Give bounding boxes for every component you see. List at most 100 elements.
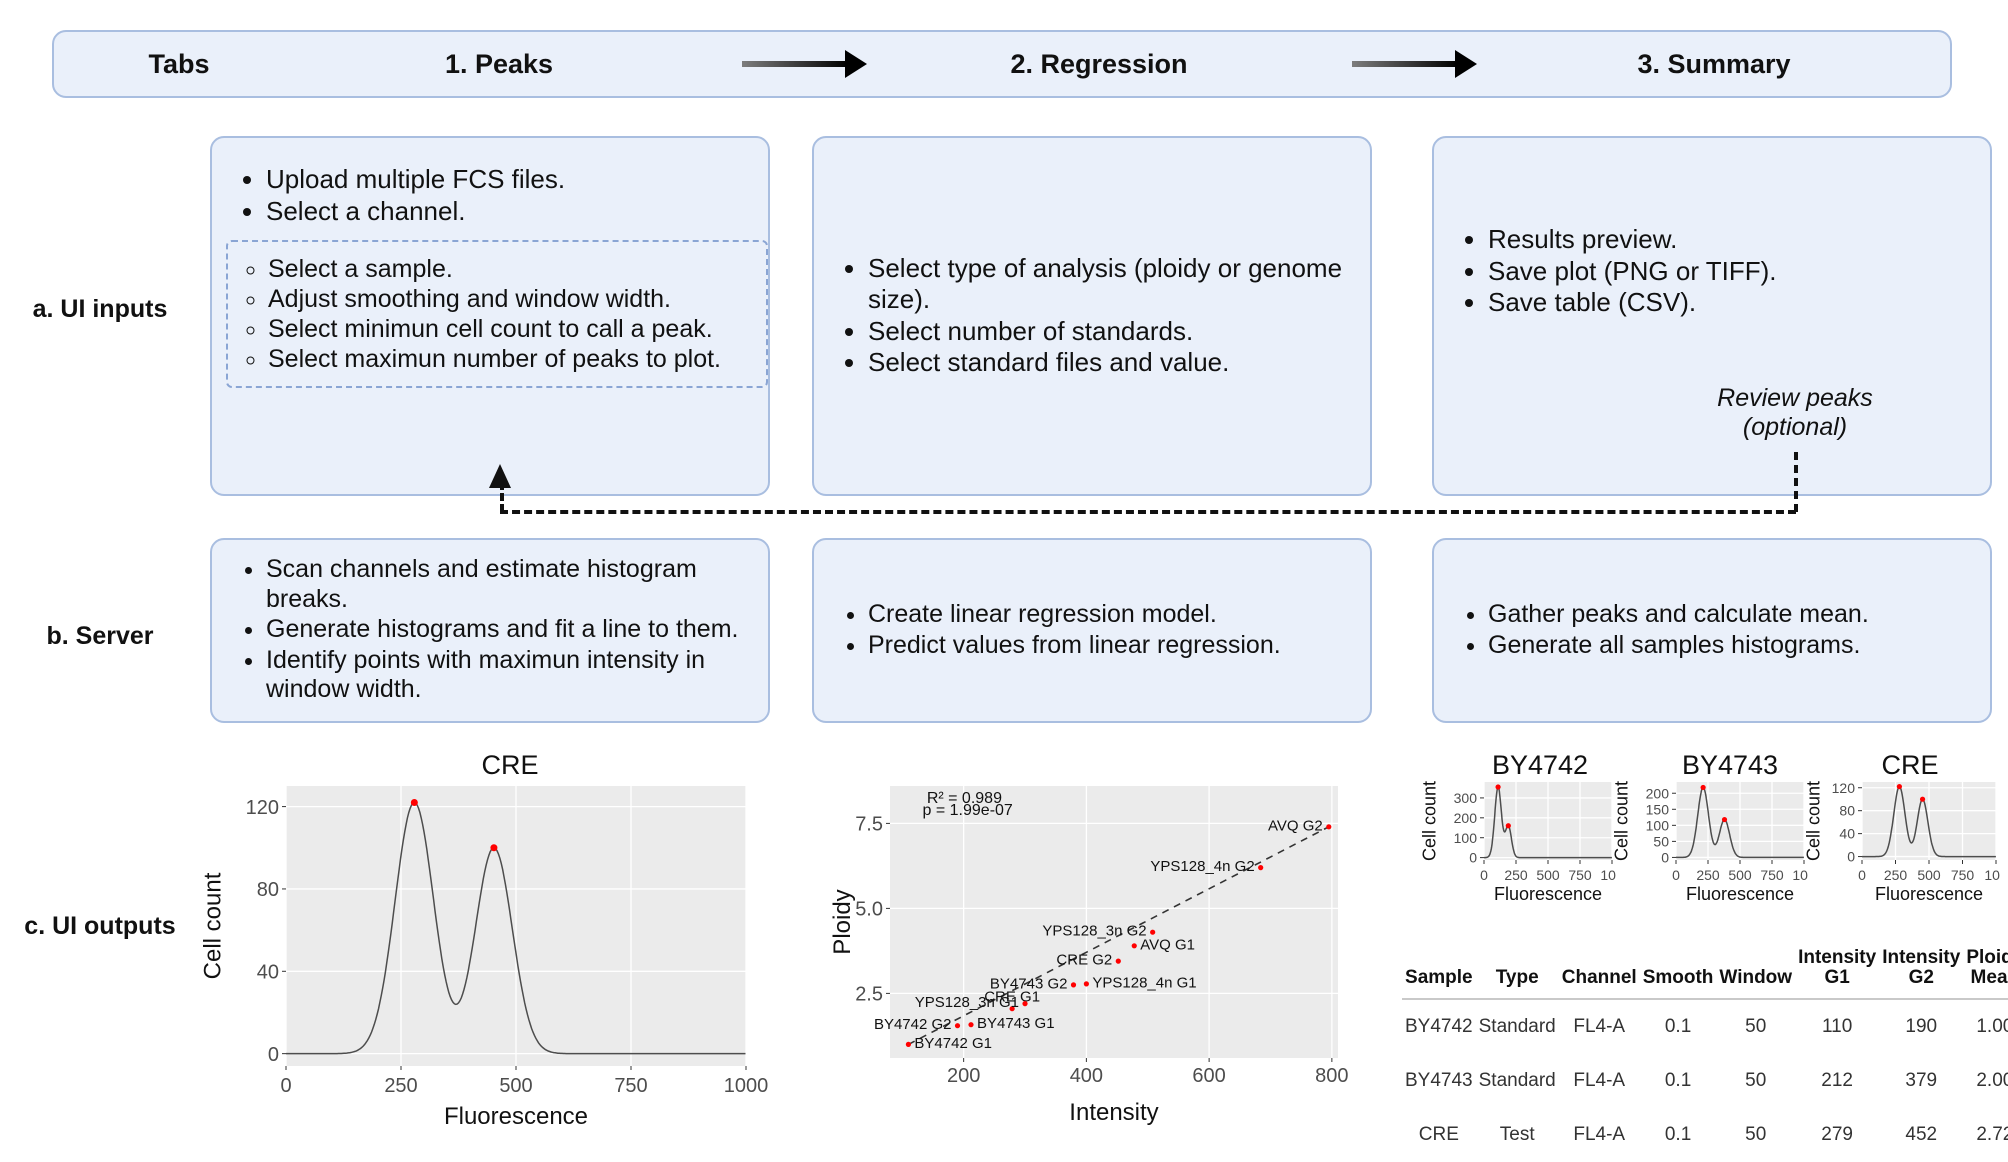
tabs-bar: Tabs 1. Peaks 2. Regression 3. Summary bbox=[52, 30, 1952, 98]
svg-text:Fluorescence: Fluorescence bbox=[1494, 884, 1602, 904]
ui-inputs-peaks-list: Upload multiple FCS files. Select a chan… bbox=[212, 164, 768, 226]
svg-text:Cell count: Cell count bbox=[1420, 781, 1439, 861]
list-item: Save table (CSV). bbox=[1488, 287, 1964, 318]
feedback-connector-horizontal bbox=[500, 510, 1796, 514]
review-peaks-line1: Review peaks bbox=[1717, 384, 1873, 412]
list-item: Identify points with maximun intensity i… bbox=[266, 646, 742, 705]
arrow-right-icon-1 bbox=[694, 50, 894, 78]
svg-text:200: 200 bbox=[947, 1065, 980, 1087]
svg-text:0: 0 bbox=[280, 1075, 291, 1097]
table-cell: FL4-A bbox=[1573, 1069, 1626, 1091]
tab-regression[interactable]: 2. Regression bbox=[1010, 48, 1188, 79]
row-label-server: b. Server bbox=[46, 622, 154, 650]
chart-mini-by4743: 0250500750100050100150200FluorescenceCel… bbox=[1612, 778, 1808, 904]
arrow-right-icon-2 bbox=[1304, 50, 1504, 78]
plot-title-by4743: BY4743 bbox=[1681, 750, 1779, 780]
svg-text:0: 0 bbox=[1858, 867, 1866, 883]
svg-text:500: 500 bbox=[1536, 867, 1560, 883]
server-regression-list: Create linear regression model. Predict … bbox=[814, 600, 1370, 661]
col-channel: Channel bbox=[1558, 946, 1640, 1000]
col-sample: Sample bbox=[1402, 946, 1476, 1000]
ui-inputs-peaks-sublist: Select a sample. Adjust smoothing and wi… bbox=[228, 254, 756, 374]
list-item: Save plot (PNG or TIFF). bbox=[1488, 256, 1964, 287]
table-cell: 50 bbox=[1745, 1069, 1767, 1091]
row-label-ui-inputs: a. UI inputs bbox=[32, 295, 168, 323]
svg-text:Fluorescence: Fluorescence bbox=[1686, 884, 1794, 904]
svg-text:100: 100 bbox=[1600, 867, 1616, 883]
col-type: Type bbox=[1475, 946, 1559, 1000]
table-cell: BY4743 bbox=[1405, 1069, 1473, 1091]
svg-text:200: 200 bbox=[1454, 810, 1478, 826]
svg-text:0: 0 bbox=[1469, 850, 1477, 866]
plot-title-by4742: BY4742 bbox=[1491, 750, 1589, 780]
ui-inputs-peaks-box: Upload multiple FCS files. Select a chan… bbox=[210, 136, 770, 496]
svg-text:YPS128_3n G1: YPS128_3n G1 bbox=[915, 994, 1019, 1011]
svg-text:50: 50 bbox=[1653, 833, 1669, 849]
svg-text:120: 120 bbox=[246, 797, 279, 819]
ui-inputs-summary-list: Results preview. Save plot (PNG or TIFF)… bbox=[1434, 224, 1990, 318]
list-item: Predict values from linear regression. bbox=[868, 631, 1344, 661]
svg-text:0: 0 bbox=[1480, 867, 1488, 883]
chart-mini-by4742: 02505007501000100200300FluorescenceCell … bbox=[1420, 778, 1616, 904]
table-cell: Standard bbox=[1478, 1069, 1556, 1091]
table-cell: FL4-A bbox=[1573, 1015, 1626, 1037]
table-cell: 379 bbox=[1905, 1069, 1938, 1091]
list-item: Select maximun number of peaks to plot. bbox=[268, 344, 746, 374]
svg-text:Cell count: Cell count bbox=[1612, 781, 1631, 861]
svg-text:250: 250 bbox=[1884, 867, 1908, 883]
server-peaks-box: Scan channels and estimate histogram bre… bbox=[210, 538, 770, 723]
tab-summary[interactable]: 3. Summary bbox=[1637, 48, 1791, 79]
svg-text:200: 200 bbox=[1646, 785, 1670, 801]
table-cell: 0.1 bbox=[1664, 1015, 1692, 1037]
col-window: Window bbox=[1716, 946, 1796, 1000]
svg-text:400: 400 bbox=[1070, 1065, 1103, 1087]
table-cell: 0.1 bbox=[1664, 1123, 1692, 1145]
svg-text:Fluorescence: Fluorescence bbox=[1875, 884, 1983, 904]
svg-text:7.5: 7.5 bbox=[855, 813, 883, 835]
list-item: Create linear regression model. bbox=[868, 600, 1344, 630]
table-cell: 2.72 bbox=[1976, 1123, 2008, 1145]
svg-text:Cell count: Cell count bbox=[1804, 781, 1823, 861]
table-cell: 452 bbox=[1905, 1123, 1938, 1145]
svg-text:CRE G2: CRE G2 bbox=[1056, 952, 1112, 969]
row-label-ui-outputs: c. UI outputs bbox=[24, 912, 176, 940]
svg-text:0: 0 bbox=[1672, 867, 1680, 883]
list-item: Select standard files and value. bbox=[868, 347, 1344, 378]
svg-text:300: 300 bbox=[1454, 790, 1478, 806]
svg-text:Ploidy: Ploidy bbox=[830, 889, 856, 954]
tab-peaks[interactable]: 1. Peaks bbox=[444, 48, 554, 79]
ui-inputs-regression-box: Select type of analysis (ploidy or genom… bbox=[812, 136, 1372, 496]
svg-text:100: 100 bbox=[1984, 867, 2000, 883]
list-item: Gather peaks and calculate mean. bbox=[1488, 600, 1964, 630]
svg-text:2.5: 2.5 bbox=[855, 983, 883, 1005]
svg-text:750: 750 bbox=[1951, 867, 1975, 883]
col-smooth: Smooth bbox=[1639, 946, 1717, 1000]
svg-text:BY4742 G2: BY4742 G2 bbox=[874, 1016, 952, 1033]
svg-text:p = 1.99e-07: p = 1.99e-07 bbox=[923, 802, 1013, 819]
server-summary-list: Gather peaks and calculate mean. Generat… bbox=[1434, 600, 1990, 661]
svg-text:250: 250 bbox=[1504, 867, 1528, 883]
table-cell: 110 bbox=[1821, 1015, 1853, 1037]
tabs-row-label: Tabs bbox=[148, 48, 210, 79]
table-cell: Test bbox=[1499, 1123, 1535, 1145]
svg-text:BY4743 G1: BY4743 G1 bbox=[977, 1015, 1055, 1032]
feedback-connector-vertical-right bbox=[1794, 452, 1798, 512]
server-peaks-list: Scan channels and estimate histogram bre… bbox=[212, 555, 768, 706]
review-peaks-line2: (optional) bbox=[1742, 412, 1848, 441]
list-item: Select number of standards. bbox=[868, 316, 1344, 347]
svg-text:500: 500 bbox=[1728, 867, 1752, 883]
list-item: Generate histograms and fit a line to th… bbox=[266, 615, 742, 645]
table-header-row: Sample Type Channel Smooth Window Intens… bbox=[1402, 946, 2008, 1000]
table-body: BY4742StandardFL4-A0.1501101901.001BY474… bbox=[1402, 999, 2008, 1162]
svg-text:Fluorescence: Fluorescence bbox=[444, 1103, 588, 1128]
table-cell: 279 bbox=[1821, 1123, 1853, 1145]
svg-text:YPS128_4n G1: YPS128_4n G1 bbox=[1092, 974, 1196, 991]
svg-text:0: 0 bbox=[1661, 849, 1669, 865]
svg-text:100: 100 bbox=[1792, 867, 1808, 883]
table-cell: Standard bbox=[1478, 1015, 1556, 1037]
